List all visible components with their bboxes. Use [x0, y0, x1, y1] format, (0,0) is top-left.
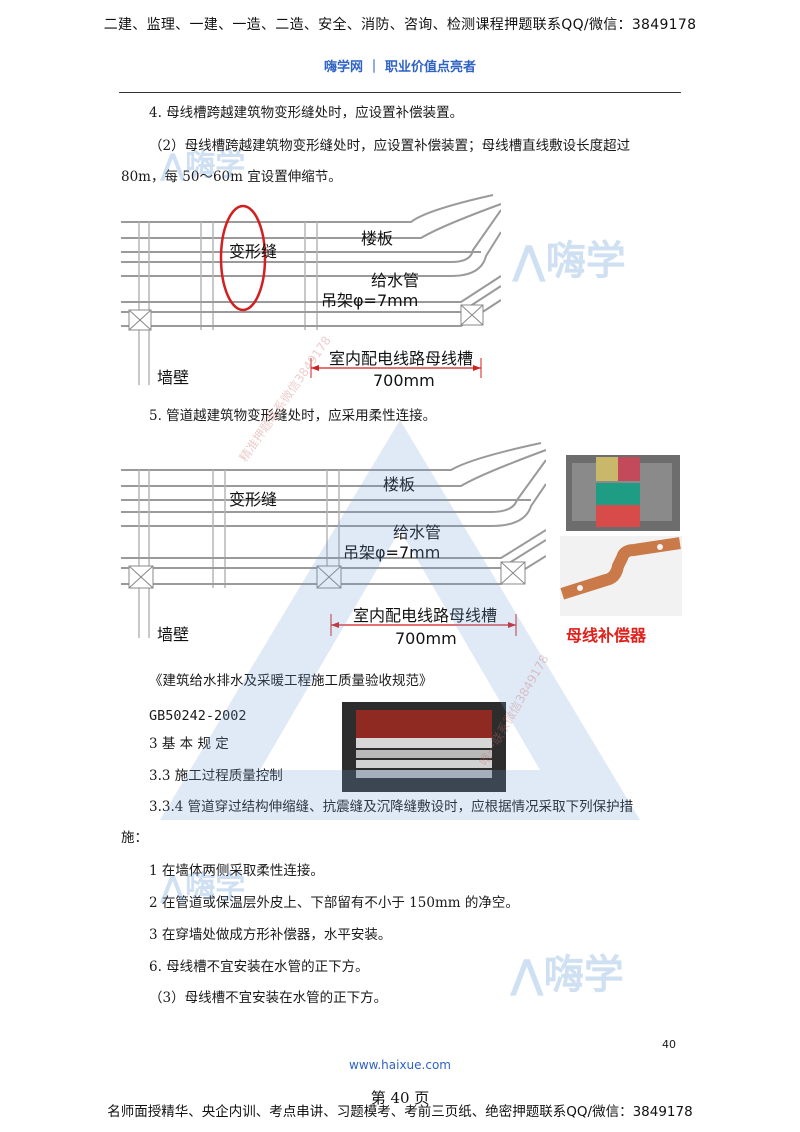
brand-title: 嗨学网 ｜ 职业价值点亮者 — [323, 60, 477, 75]
header-divider — [119, 92, 681, 93]
standard-title: 《建筑给水排水及采暖工程施工质量验收规范》 — [149, 671, 433, 691]
item-4: 4. 母线槽跨越建筑物变形缝处时，应设置补偿装置。 — [149, 105, 464, 121]
label-busway: 室内配电线路母线槽 — [353, 606, 497, 625]
watermark-logo-icon: ⋀ — [160, 870, 186, 905]
label-floor-slab: 楼板 — [361, 229, 393, 248]
busway-diagram-2: 变形缝 楼板 给水管 吊架φ=7mm 室内配电线路母线槽 700mm 墙壁 — [121, 438, 546, 648]
busway-diagram-1: 变形缝 楼板 给水管 吊架φ=7mm 室内配电线路母线槽 700mm 墙壁 — [121, 190, 501, 395]
page-label: 第 40 页 — [370, 1089, 430, 1107]
watermark-triangle — [150, 410, 650, 834]
page-number: 40 — [662, 1038, 676, 1051]
label-width: 700mm — [373, 371, 435, 390]
item-4-sub-line2: 80m，每 50～60m 宜设置伸缩节。 — [121, 169, 342, 185]
label-busway: 室内配电线路母线槽 — [329, 349, 473, 368]
watermark-logo-icon: ⋀ — [510, 952, 544, 998]
section-3-3: 3.3 施工过程质量控制 — [149, 768, 283, 784]
watermark-logo: ⋀嗨学 — [510, 952, 624, 998]
label-wall: 墙壁 — [157, 368, 189, 387]
standard-code: GB50242-2002 — [149, 708, 247, 724]
label-floor-slab: 楼板 — [383, 475, 415, 494]
label-deform-joint: 变形缝 — [229, 242, 277, 261]
compensator-photo — [560, 536, 682, 616]
watermark-logo: ⋀嗨学 — [512, 238, 626, 284]
section-3-3-4-line2: 施： — [121, 830, 148, 846]
busway-joint-photo — [566, 455, 680, 531]
watermark-logo: ⋀嗨学 — [160, 148, 246, 183]
watermark-logo-icon: ⋀ — [512, 238, 546, 284]
top-banner: 二建、监理、一建、一造、二造、安全、消防、咨询、检测课程押题联系QQ/微信：38… — [103, 17, 697, 33]
compensator-caption: 母线补偿器 — [566, 626, 647, 645]
watermark-logo-icon: ⋀ — [160, 148, 186, 183]
item-4-sub-line1: （2）母线槽跨越建筑物变形缝处时，应设置补偿装置；母线槽直线敷设长度超过 — [149, 138, 631, 154]
rule-3: 3 在穿墙处做成方形补偿器，水平安装。 — [149, 927, 392, 943]
bellows-photo — [342, 702, 506, 792]
rule-2: 2 在管道或保温层外皮上、下部留有不小于 150mm 的净空。 — [149, 895, 519, 911]
label-water-pipe: 给水管 — [393, 523, 441, 542]
label-width: 700mm — [395, 629, 457, 648]
site-url[interactable]: www.haixue.com — [349, 1058, 451, 1072]
label-deform-joint: 变形缝 — [229, 490, 277, 509]
bottom-banner: 名师面授精华、央企内训、考点串讲、习题模考、考前三页纸、绝密押题联系QQ/微信：… — [107, 1104, 693, 1120]
item-6-sub: （3）母线槽不宜安装在水管的正下方。 — [149, 990, 388, 1006]
label-wall: 墙壁 — [157, 625, 189, 644]
section-3: 3 基 本 规 定 — [149, 736, 229, 752]
item-6: 6. 母线槽不宜安装在水管的正下方。 — [149, 959, 369, 975]
label-water-pipe: 给水管 — [371, 271, 419, 290]
watermark-logo: ⋀嗨学 — [160, 870, 246, 905]
section-3-3-4-line1: 3.3.4 管道穿过结构伸缩缝、抗震缝及沉降缝敷设时，应根据情况采取下列保护措 — [149, 799, 633, 815]
item-5: 5. 管道越建筑物变形缝处时，应采用柔性连接。 — [149, 408, 437, 424]
label-hanger: 吊架φ=7mm — [321, 291, 418, 310]
rule-1: 1 在墙体两侧采取柔性连接。 — [149, 863, 324, 879]
label-hanger: 吊架φ=7mm — [343, 543, 440, 562]
